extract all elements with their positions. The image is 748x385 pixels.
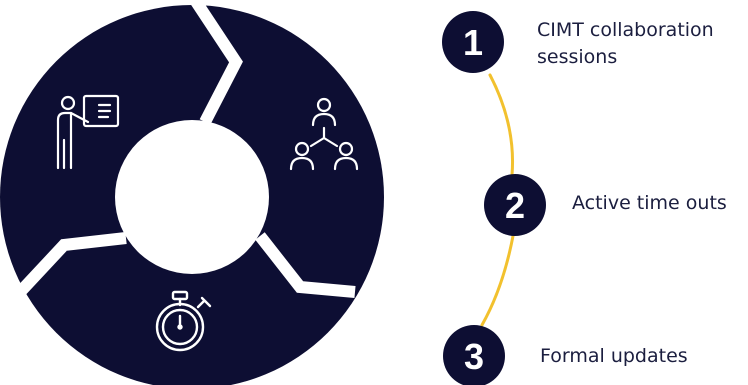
step-1-number: 1 — [463, 22, 483, 63]
step-1-badge: 1 — [442, 11, 504, 73]
step-3-number: 3 — [464, 336, 484, 377]
step-3-badge: 3 — [443, 325, 505, 385]
timeline-connector-2-3 — [480, 234, 515, 327]
cycle-ring-hole — [115, 120, 269, 274]
timeline-connector-1-2 — [488, 73, 514, 177]
step-1-label: CIMT collaboration sessions — [537, 19, 714, 68]
team-hierarchy-icon — [289, 97, 359, 171]
stopwatch-icon — [155, 290, 212, 352]
segment-divider-top — [189, 0, 243, 125]
segment-divider-right — [255, 232, 356, 298]
segment-divider-left — [17, 232, 127, 295]
step-2-number: 2 — [505, 185, 525, 226]
step-2-label: Active time outs — [572, 192, 727, 214]
presentation-icon — [56, 94, 120, 170]
step-3-label: Formal updates — [540, 345, 688, 367]
cycle-ring — [0, 0, 384, 385]
step-2-badge: 2 — [484, 174, 546, 236]
